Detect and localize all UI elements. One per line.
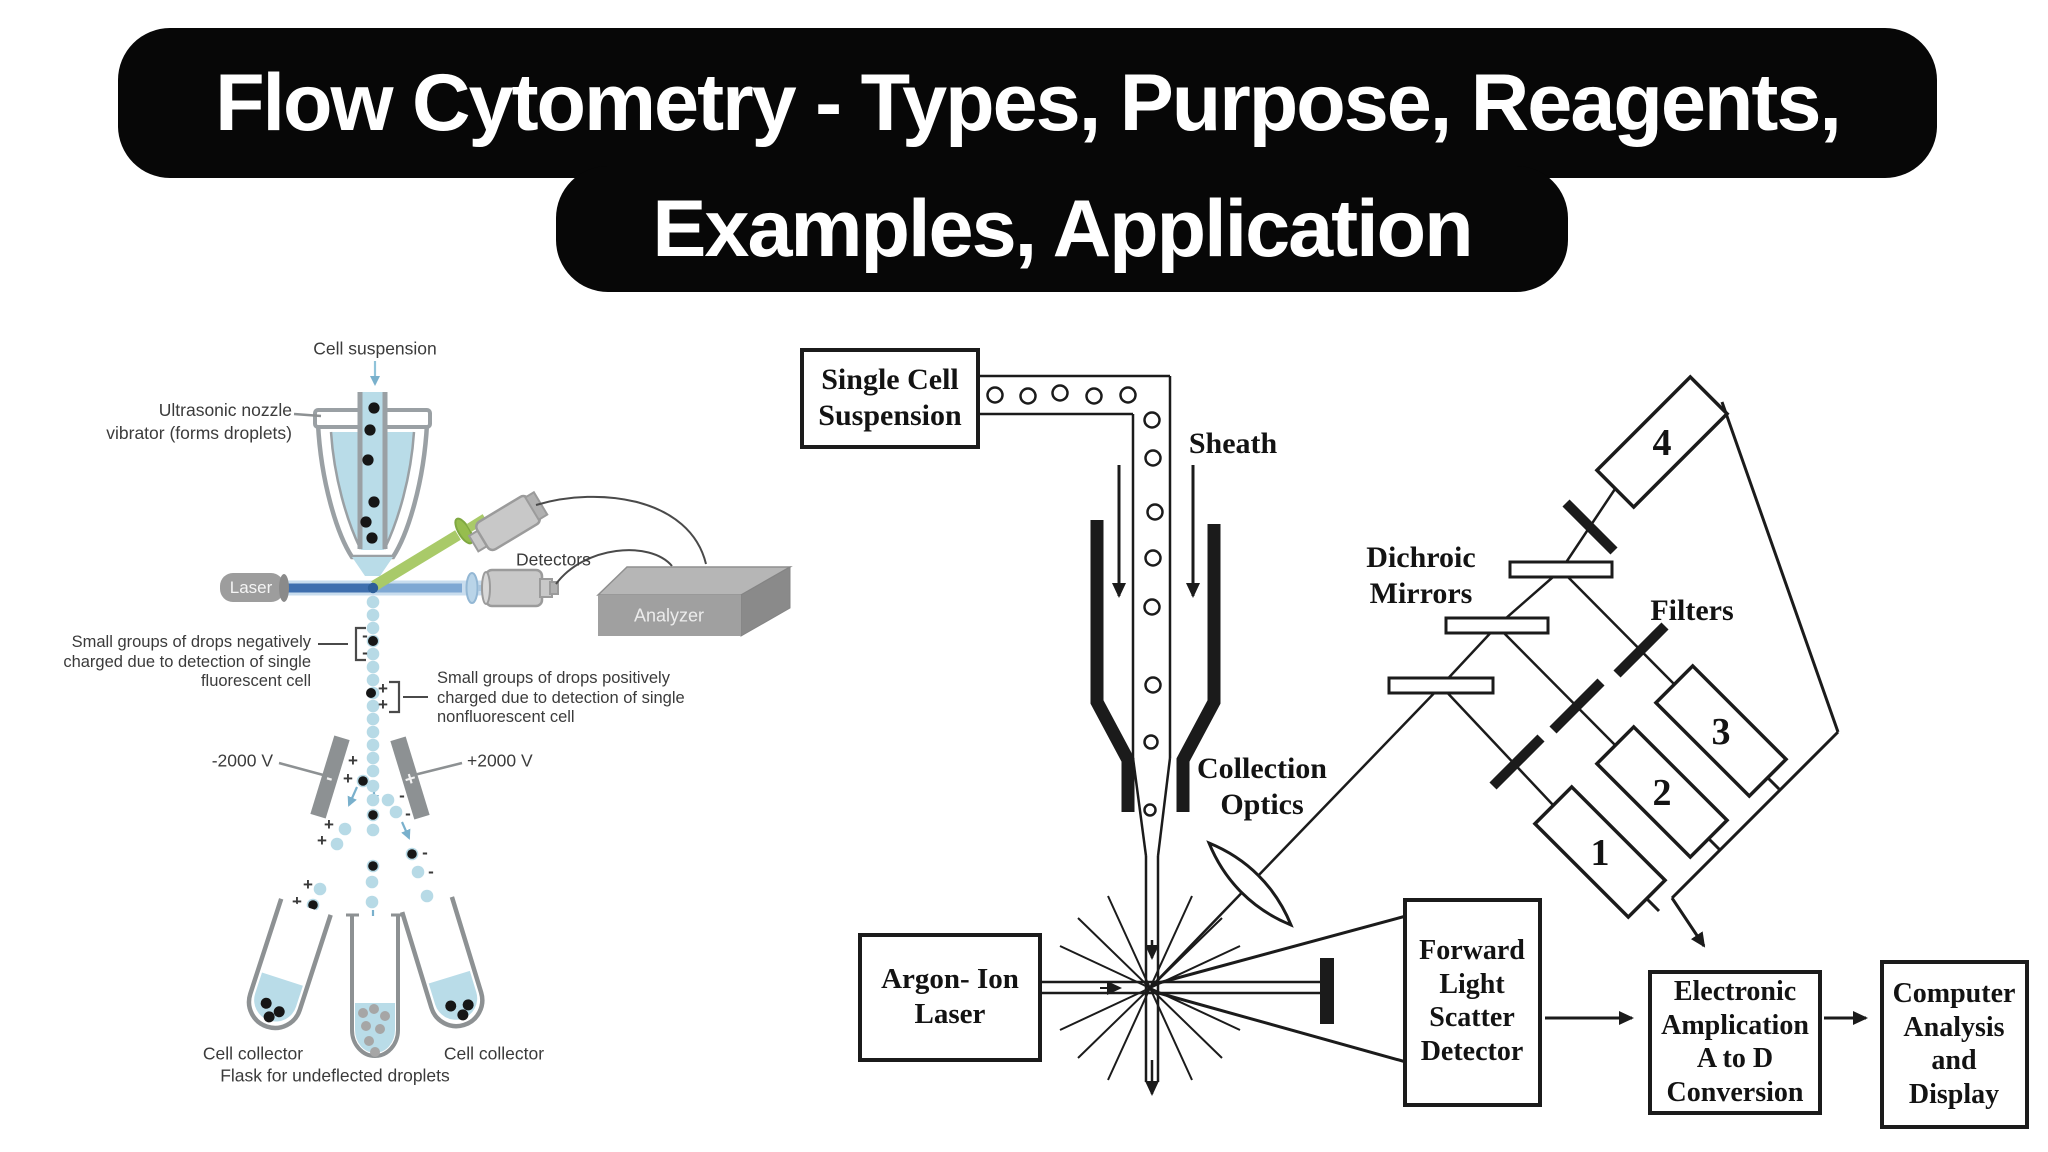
electronic-amplification-label: Electronic Amplication A to D Conversion — [1661, 976, 1809, 1108]
neg-voltage-label: -2000 V — [211, 750, 273, 771]
svg-text:-: - — [428, 862, 434, 881]
laser-scatter — [1042, 895, 1407, 1081]
svg-text:-: - — [399, 786, 405, 805]
detectors-label: Detectors — [516, 549, 591, 570]
collection-optics-label: Collection Optics — [1197, 752, 1327, 821]
cell-collector-left-label: Cell collector — [202, 1043, 304, 1064]
detector-top — [467, 490, 549, 553]
sample-tube — [357, 392, 388, 550]
flask-label: Flask for undeflected droplets — [220, 1065, 450, 1086]
svg-text:+: + — [348, 751, 358, 770]
analyzer-label: Analyzer — [633, 605, 705, 626]
title-banner-bottom: Examples, Application — [556, 166, 1568, 292]
dichroic-mirror-2 — [1444, 616, 1550, 635]
ultrasonic-pointer — [293, 412, 322, 418]
pmt-detector-3 — [1653, 663, 1789, 799]
negative-bracket: - - — [318, 626, 368, 662]
droplet-stream — [366, 595, 380, 778]
negative-drops-label: Small groups of drops negatively charged… — [63, 632, 311, 690]
blue-lens-icon — [465, 572, 479, 604]
title-banner-top: Flow Cytometry - Types, Purpose, Reagent… — [118, 28, 1937, 178]
detector-3-number: 3 — [1711, 711, 1731, 753]
positive-drops-label: Small groups of drops positively charged… — [437, 668, 685, 726]
green-lens-icon — [454, 517, 474, 545]
dichroic-mirror-1 — [1387, 676, 1495, 695]
pos-voltage-pointer — [413, 761, 463, 777]
filters-label: Filters — [1650, 594, 1734, 627]
svg-text:+: + — [378, 679, 388, 698]
title-line-1: Flow Cytometry - Types, Purpose, Reagent… — [215, 57, 1842, 148]
detector-cable-2 — [555, 549, 673, 585]
argon-laser-box — [858, 933, 1042, 1062]
funnel-wall-right — [1176, 524, 1221, 812]
computer-analysis-label: Computer Analysis and Display — [1892, 978, 2016, 1110]
beam-stop — [1320, 958, 1334, 1024]
laser-label: Laser — [229, 578, 273, 597]
computer-box — [1880, 960, 2029, 1129]
neg-voltage-pointer — [278, 761, 328, 778]
detector-cable-1 — [535, 495, 707, 565]
interrogation-dot — [367, 582, 379, 594]
filter-1 — [1489, 734, 1545, 790]
funnel-wall-left — [1090, 520, 1135, 812]
single-cell-label: Single Cell Suspension — [818, 363, 962, 432]
analyzer-box — [596, 566, 793, 637]
collection-lens-icon — [1206, 840, 1294, 928]
title-line-2: Examples, Application — [652, 183, 1473, 274]
single-cell-box — [800, 348, 980, 449]
dichroic-mirrors-label: Dichroic Mirrors — [1366, 541, 1476, 610]
detector-side — [481, 568, 559, 608]
forward-scatter-box — [1403, 898, 1542, 1107]
detector-4-number: 4 — [1652, 422, 1672, 464]
sheath-label: Sheath — [1188, 427, 1278, 460]
cell-sorter-diagram: - - + + - + + — [220, 361, 793, 1058]
positive-bracket: + + — [378, 679, 428, 714]
svg-text:-: - — [362, 643, 368, 662]
filter-3 — [1613, 622, 1669, 678]
filter-4 — [1562, 499, 1618, 555]
svg-text:-: - — [422, 843, 428, 862]
cell-collector-right-label: Cell collector — [443, 1043, 545, 1064]
laser-body — [220, 573, 284, 602]
detector-2-number: 2 — [1652, 772, 1672, 814]
cells-in-tubing — [986, 384, 1164, 817]
filter-2 — [1549, 678, 1605, 734]
signal-collection-lines — [1645, 401, 1840, 948]
flow-cytometer-schematic — [800, 348, 2029, 1129]
laser-assembly — [220, 514, 489, 604]
forward-scatter-label: Forward Light Scatter Detector — [1419, 935, 1525, 1067]
dichroic-mirror-3 — [1508, 560, 1614, 579]
svg-text:+: + — [317, 831, 327, 850]
svg-text:+: + — [378, 695, 388, 714]
pmt-detector-4 — [1594, 374, 1730, 510]
detector-1-number: 1 — [1590, 832, 1610, 874]
svg-text:+: + — [343, 769, 353, 788]
pmt-detector-1 — [1532, 784, 1668, 920]
svg-text:-: - — [362, 626, 368, 645]
pmt-detector-2 — [1594, 724, 1730, 860]
collection-beam — [1149, 685, 1442, 989]
svg-text:+: + — [324, 815, 334, 834]
undeflected-flask — [346, 913, 404, 1058]
argon-laser-label: Argon- Ion Laser — [881, 963, 1019, 1030]
collector-tube-right — [400, 896, 485, 1029]
electronic-box — [1648, 970, 1822, 1115]
svg-text:+: + — [292, 892, 302, 911]
svg-text:+: + — [303, 875, 313, 894]
cell-suspension-label: Cell suspension — [313, 338, 437, 359]
pos-voltage-label: +2000 V — [467, 750, 533, 771]
ultrasonic-label: Ultrasonic nozzle vibrator (forms drople… — [106, 400, 292, 443]
deflection-plate-left: - — [310, 735, 350, 819]
svg-text:-: - — [405, 804, 411, 823]
collector-tube-left — [246, 898, 333, 1031]
green-beam — [371, 530, 461, 591]
